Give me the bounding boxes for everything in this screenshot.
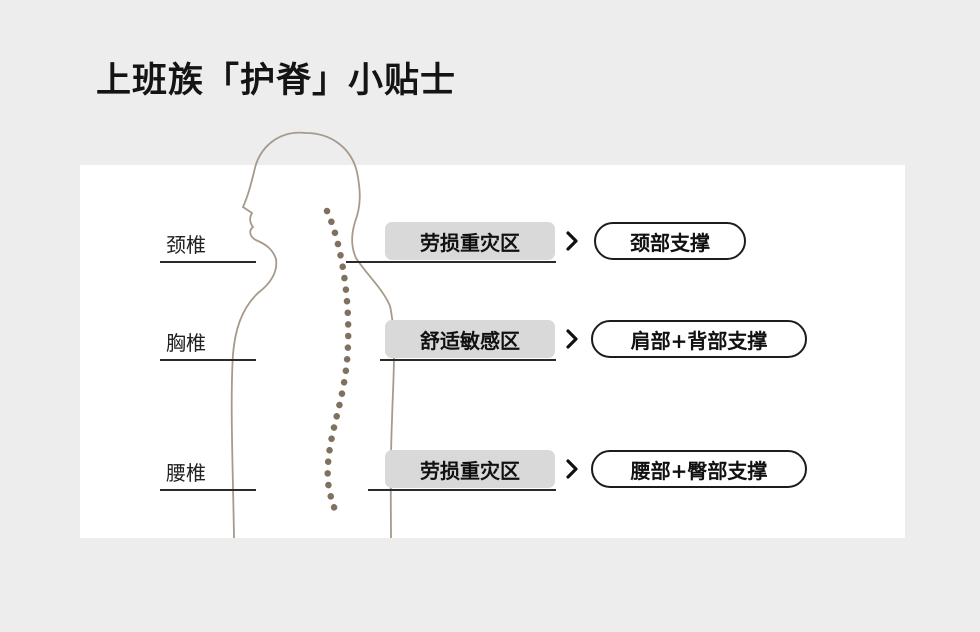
label-cervical: 颈椎	[166, 233, 206, 257]
support-pill-shoulder-back: 肩部+背部支撑	[591, 320, 807, 358]
zone-tag-thoracic: 舒适敏感区	[385, 320, 555, 358]
zone-tag-cervical: 劳损重灾区	[385, 222, 555, 260]
support-pill-lumbar-hip: 腰部+臀部支撑	[591, 450, 807, 488]
arrow-right-icon	[566, 459, 578, 479]
support-pill-neck: 颈部支撑	[594, 222, 746, 260]
label-underline	[160, 359, 256, 361]
zone-underline	[346, 261, 556, 263]
label-underline	[160, 489, 256, 491]
arrow-right-icon	[566, 329, 578, 349]
zone-underline	[368, 489, 556, 491]
page-title: 上班族「护脊」小贴士	[96, 60, 457, 101]
zone-tag-lumbar: 劳损重灾区	[385, 450, 555, 488]
label-underline	[160, 261, 256, 263]
arrow-right-icon	[566, 231, 578, 251]
label-lumbar: 腰椎	[166, 461, 206, 485]
zone-underline	[380, 359, 556, 361]
label-thoracic: 胸椎	[166, 331, 206, 355]
